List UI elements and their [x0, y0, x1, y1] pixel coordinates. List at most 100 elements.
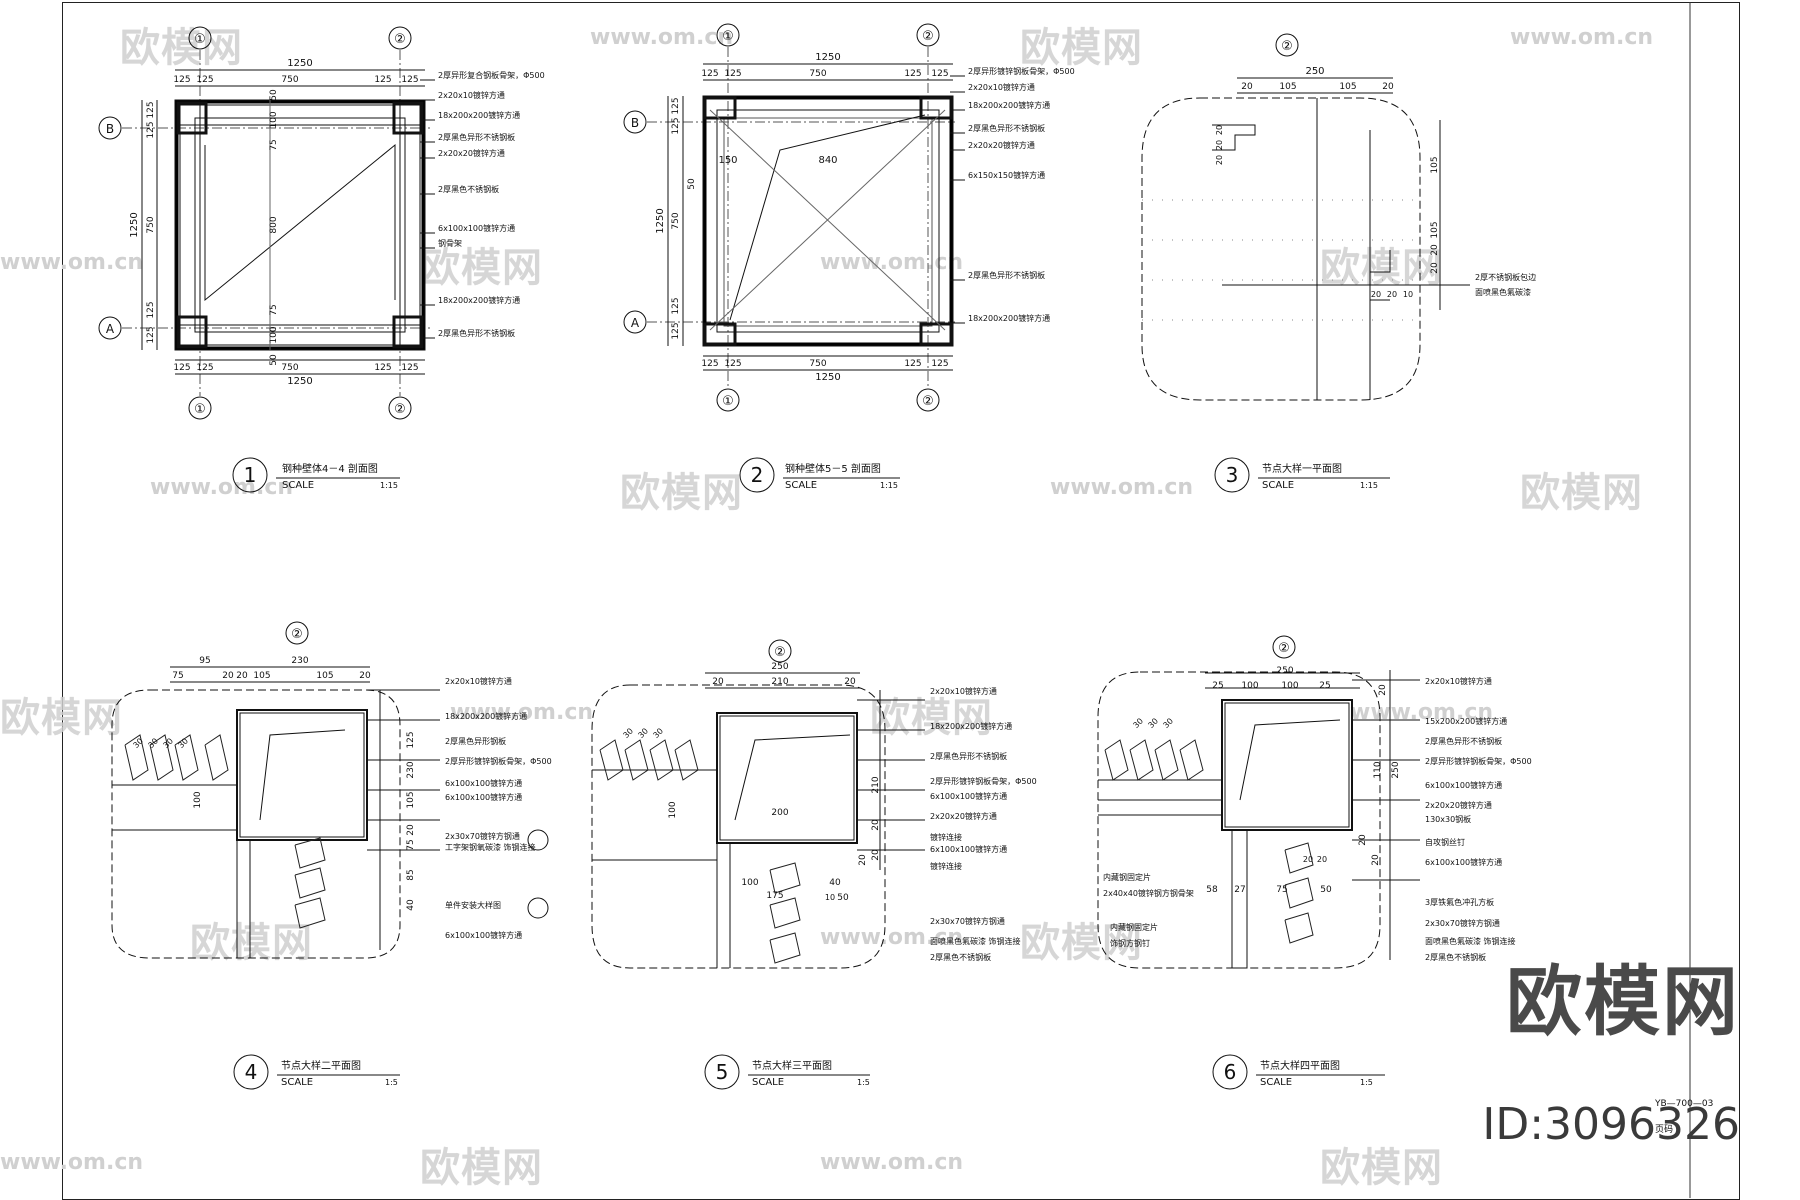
- material-note: 2x30x70镀锌方钢通: [930, 916, 1005, 926]
- dimension-text: 125: [931, 359, 948, 369]
- dimension-text: 800: [269, 216, 279, 233]
- material-note: 2厚黑色异形不锈钢板: [968, 123, 1045, 133]
- watermark-url: www.om.cn: [150, 475, 294, 500]
- dimension-text: 1250: [287, 376, 312, 387]
- material-note: 2厚黑色异形不锈钢板: [438, 132, 515, 142]
- watermark-brand: 欧模网: [1320, 245, 1443, 291]
- material-note: 2厚异形镀锌钢板骨架，Φ500: [968, 66, 1075, 76]
- svg-text:B: B: [631, 116, 639, 130]
- axis-label: ②: [1281, 39, 1293, 54]
- dimension-text: 30: [161, 736, 175, 750]
- dimension-text: 20: [871, 819, 881, 831]
- dimension-text: 750: [146, 216, 156, 233]
- dimension-text: 125: [196, 363, 213, 373]
- dimension-text: 230: [406, 761, 416, 778]
- dimension-text: 750: [809, 69, 826, 79]
- dimension-text: 250: [1276, 666, 1293, 676]
- material-note: 6x100x100镀锌方通: [445, 792, 522, 802]
- dimension-text: 250: [1391, 761, 1401, 778]
- material-note: 自攻钢丝钉: [1425, 837, 1465, 847]
- material-note: 镀锌连接: [930, 861, 962, 871]
- scale-value: 1:15: [1360, 481, 1378, 490]
- titleblock-page: 页码: [1655, 1124, 1673, 1135]
- material-note: 2厚黑色异形不锈钢板: [968, 270, 1045, 280]
- dimension-text: 105: [316, 671, 333, 681]
- material-note: 18x200x200镀锌方通: [438, 110, 520, 120]
- dimension-text: 840: [818, 155, 837, 166]
- material-note: 6x100x100镀锌方通: [930, 791, 1007, 801]
- dimension-text: 125: [196, 75, 213, 85]
- dimension-text: 20: [1215, 125, 1224, 135]
- dimension-text: 20: [1382, 82, 1394, 92]
- material-note: 6x100x100镀锌方通: [1425, 780, 1502, 790]
- material-note: 饰钢方钢钉: [1110, 938, 1150, 948]
- axis-label: ②: [774, 645, 786, 660]
- model-id: ID:3096326: [1482, 1099, 1740, 1150]
- dimension-text: 30: [146, 736, 160, 750]
- dimension-text: 30: [1146, 716, 1160, 730]
- svg-text:A: A: [106, 322, 115, 336]
- scale-label: SCALE: [282, 480, 314, 491]
- dimension-text: 175: [766, 891, 783, 901]
- dimension-text: 125: [931, 69, 948, 79]
- watermark-url: www.om.cn: [0, 1150, 144, 1175]
- scale-label: SCALE: [1262, 480, 1294, 491]
- dimension-text: 125: [173, 75, 190, 85]
- dimension-text: 25: [1319, 681, 1330, 691]
- scale-label: SCALE: [785, 480, 817, 491]
- material-note: 2x20x10镀锌方通: [930, 686, 997, 696]
- dimension-text: 10: [825, 893, 835, 902]
- dimension-text: 20: [1215, 155, 1224, 165]
- dimension-text: 125: [374, 363, 391, 373]
- dimension-text: 750: [281, 75, 298, 85]
- watermark-url: www.om.cn: [1050, 475, 1194, 500]
- watermark-brand: 欧模网: [1020, 920, 1143, 966]
- scale-value: 1:5: [857, 1078, 870, 1087]
- dimension-text: 50: [687, 178, 697, 190]
- dimension-text: 100: [1281, 681, 1298, 691]
- material-note: 2厚不锈钢板包边: [1475, 272, 1536, 282]
- dimension-text: 30: [651, 726, 665, 740]
- dimension-text: 125: [401, 75, 418, 85]
- axis-label: ②: [922, 394, 934, 409]
- axis-label: ②: [922, 29, 934, 44]
- dimension-text: 20: [844, 677, 856, 687]
- section-4-4: ① ② ① ② B A: [98, 26, 435, 493]
- dimension-text: 200: [771, 808, 788, 818]
- svg-text:A: A: [631, 316, 640, 330]
- dimension-text: 20: [712, 677, 724, 687]
- axis-label: ①: [722, 29, 734, 44]
- dimension-text: 125: [146, 301, 156, 318]
- dimension-text: 105: [253, 671, 270, 681]
- watermark-brand: 欧模网: [420, 1145, 543, 1191]
- axis-label: ①: [722, 394, 734, 409]
- dimension-text: 100: [741, 878, 758, 888]
- axis-label: ②: [1278, 641, 1290, 656]
- dimension-text: 100: [269, 111, 279, 128]
- watermark-brand: 欧模网: [620, 470, 743, 516]
- watermark-brand: 欧模网: [420, 245, 543, 291]
- dimension-text: 100: [1241, 681, 1258, 691]
- watermark-brand: 欧模网: [1020, 25, 1143, 71]
- watermark-brand: 欧模网: [0, 695, 123, 741]
- brand-logo-text: 欧模网: [1506, 957, 1740, 1046]
- material-note: 2x20x20镀锌方通: [968, 140, 1035, 150]
- material-note: 6x100x100镀锌方通: [930, 844, 1007, 854]
- scale-label: SCALE: [1260, 1077, 1292, 1088]
- dimension-text: 105: [1279, 82, 1296, 92]
- material-note: 2厚黑色不锈钢板: [930, 952, 991, 962]
- dimension-text: 20: [1378, 684, 1388, 696]
- material-note: 2x40x40镀锌钢方钢骨架: [1103, 888, 1194, 898]
- watermark-brand: 欧模网: [1520, 470, 1643, 516]
- material-note: 2x20x10镀锌方通: [438, 90, 505, 100]
- dimension-text: 1250: [129, 212, 140, 237]
- material-note: 钢骨架: [438, 238, 462, 248]
- dimension-text: 75: [269, 139, 279, 150]
- section-5-5: ① ② ① ② B A: [623, 23, 965, 493]
- material-note: 15x200x200镀锌方通: [1425, 716, 1507, 726]
- drawing-number: 6: [1224, 1060, 1237, 1084]
- dimension-text: 125: [724, 359, 741, 369]
- material-note: 2厚异形镀锌钢板骨架，Φ500: [445, 756, 552, 766]
